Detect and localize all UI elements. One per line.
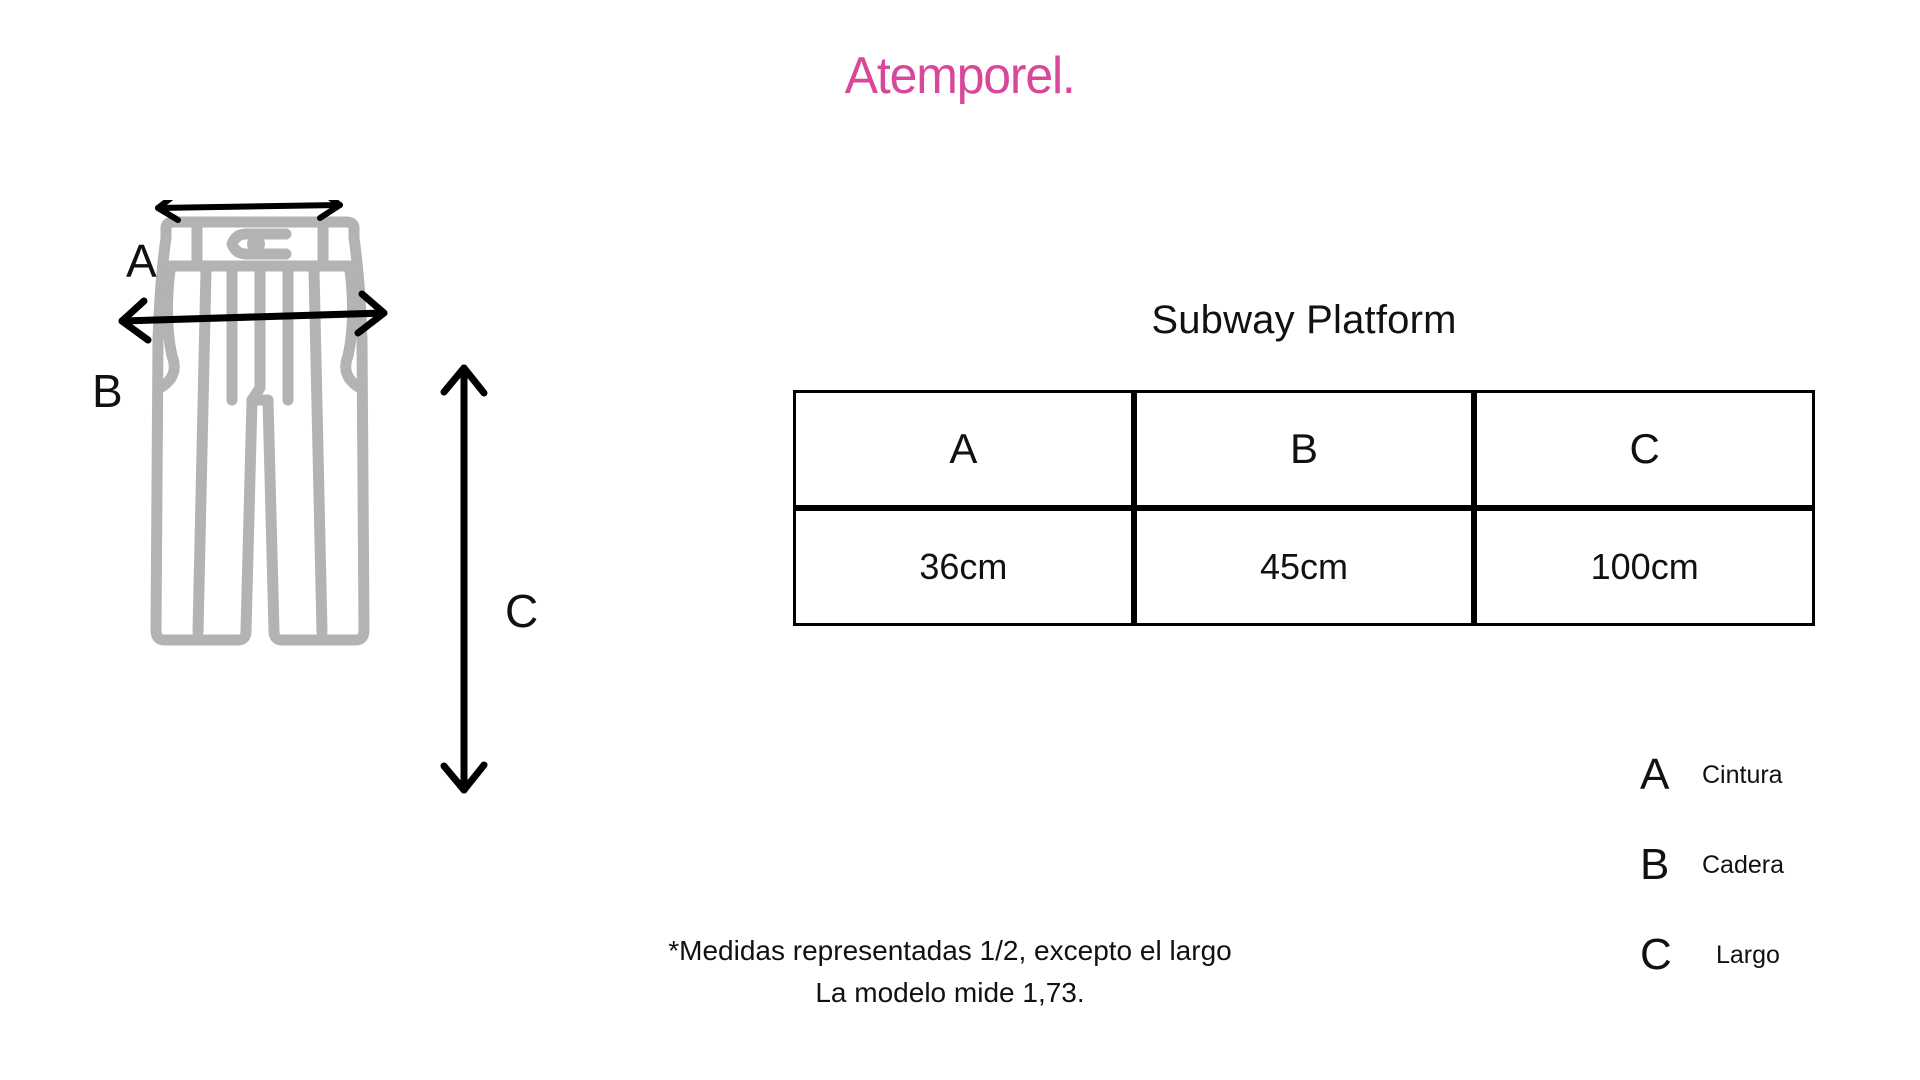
table-header-c: C <box>1474 390 1815 508</box>
dimension-label-a: A <box>126 235 157 287</box>
table-title: Subway Platform <box>1151 298 1457 342</box>
legend-item-largo: C Largo <box>1640 910 1900 1000</box>
brand-logo-text: Atemporel. <box>845 47 1076 105</box>
legend-label-cintura: Cintura <box>1702 760 1783 789</box>
trousers-illustration <box>150 216 370 646</box>
crease-left-outer <box>192 264 212 638</box>
table-header-b: B <box>1133 390 1475 508</box>
brand-logo: Atemporel. <box>0 50 1920 102</box>
garment-diagram <box>60 200 620 840</box>
measurements-table: A B C 36cm 45cm 100cm <box>793 390 1815 626</box>
measurement-legend: A Cintura B Cadera C Largo <box>1640 730 1900 1000</box>
table-value-b: 45cm <box>1133 508 1475 626</box>
fly-seam <box>246 264 266 406</box>
footnote-line-1: *Medidas representadas 1/2, excepto el l… <box>668 935 1232 966</box>
table-value-c: 100cm <box>1474 508 1815 626</box>
legend-key-a: A <box>1640 750 1670 799</box>
table-value-a: 36cm <box>793 508 1134 626</box>
legend-item-cadera: B Cadera <box>1640 820 1900 910</box>
table-value-row: 36cm 45cm 100cm <box>793 508 1815 626</box>
button-detail <box>247 235 265 253</box>
table-header-row: A B C <box>793 390 1815 508</box>
pocket-right <box>340 264 366 394</box>
table-header-a: A <box>793 390 1134 508</box>
dimension-label-b: B <box>92 365 123 417</box>
footnote: *Medidas representadas 1/2, excepto el l… <box>500 930 1400 1014</box>
crease-right-outer <box>308 264 328 638</box>
pocket-left <box>154 264 180 394</box>
dimension-label-c: C <box>505 585 539 637</box>
length-arrow <box>440 364 488 794</box>
footnote-line-2: La modelo mide 1,73. <box>815 977 1085 1008</box>
legend-key-c: C <box>1640 930 1672 979</box>
waist-arrow <box>155 200 343 223</box>
legend-key-b: B <box>1640 840 1670 889</box>
legend-label-largo: Largo <box>1716 940 1780 969</box>
legend-item-cintura: A Cintura <box>1640 730 1900 820</box>
legend-label-cadera: Cadera <box>1702 850 1784 879</box>
hip-arrow <box>118 290 388 344</box>
